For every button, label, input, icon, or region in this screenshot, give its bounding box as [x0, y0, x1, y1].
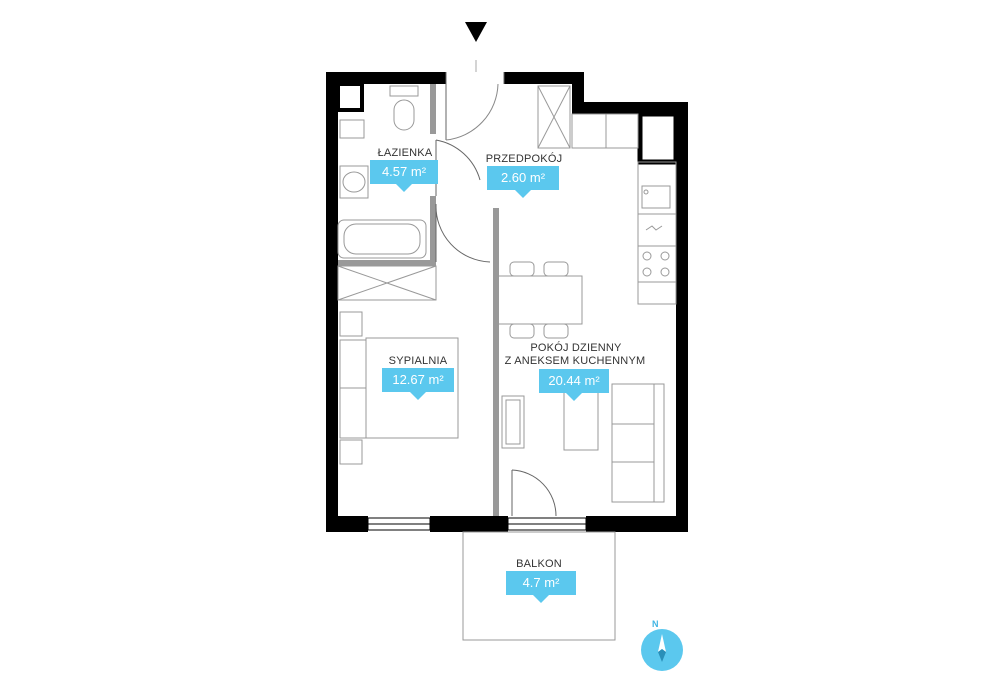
- entrance-arrow-icon: [465, 22, 487, 42]
- area-badge-bedroom: 12.67 m²: [382, 368, 454, 400]
- room-name-bathroom: ŁAZIENKA: [377, 147, 433, 159]
- area-badge-hallway: 2.60 m²: [487, 166, 559, 198]
- area-badge-balcony: 4.7 m²: [506, 571, 576, 603]
- area-badge-living: 20.44 m²: [539, 369, 609, 401]
- room-name-hallway: PRZEDPOKÓJ: [485, 153, 563, 165]
- hallway-wardrobe: [537, 85, 639, 149]
- balcony-outline: [462, 531, 616, 641]
- windows: [367, 517, 587, 531]
- exterior-walls: [326, 72, 688, 532]
- room-name-bedroom: SYPIALNIA: [388, 355, 448, 367]
- compass-icon: [641, 629, 683, 671]
- room-name-living-line2: Z ANEKSEM KUCHENNYM: [504, 355, 646, 367]
- room-name-living-line1: POKÓJ DZIENNY: [530, 342, 622, 354]
- area-badge-bathroom: 4.57 m²: [370, 160, 438, 192]
- dining-table: [497, 261, 583, 339]
- compass-north-label: N: [652, 619, 659, 629]
- bedroom-furniture: [339, 311, 459, 465]
- doors: [435, 60, 557, 517]
- bathroom-fixtures: [337, 85, 437, 301]
- living-furniture: [501, 383, 665, 503]
- interior-partitions: [338, 84, 499, 516]
- kitchen-counter: [637, 161, 677, 305]
- room-name-balcony: BALKON: [516, 558, 562, 570]
